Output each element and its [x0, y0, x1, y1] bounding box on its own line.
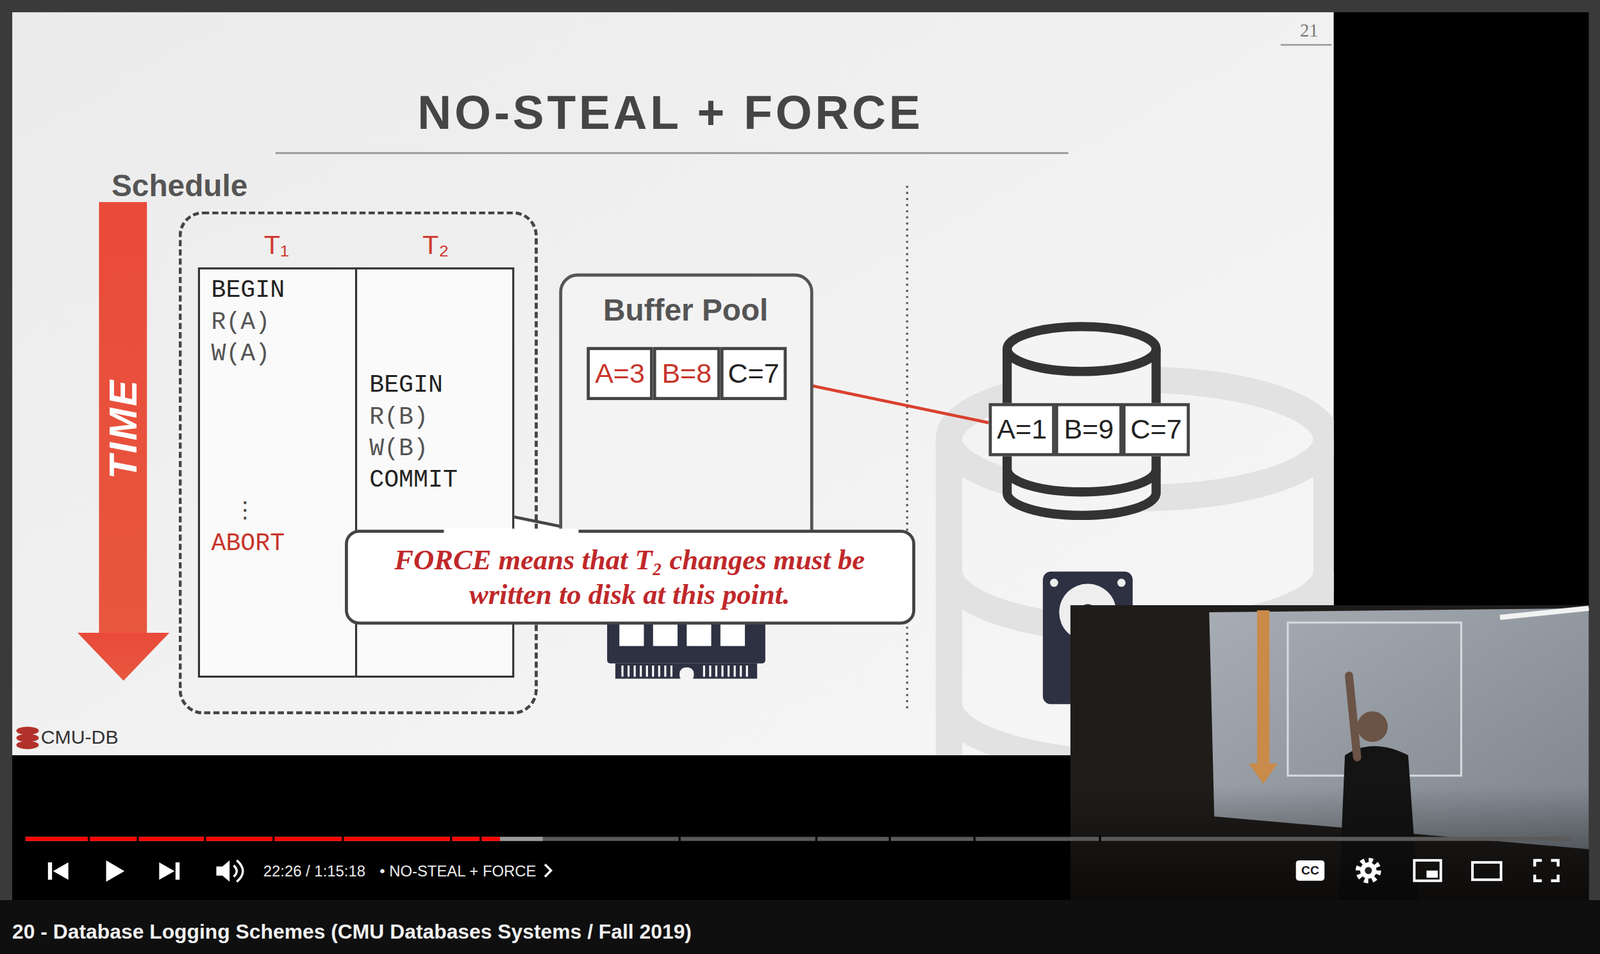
slide-title: NO-STEAL + FORCE	[417, 82, 924, 142]
time-arrow	[77, 201, 170, 681]
chip-slot	[619, 623, 644, 647]
transaction-header: T₁	[264, 228, 290, 263]
operation-text: ABORT	[211, 528, 286, 560]
chip-slot	[653, 623, 678, 647]
progress-played	[25, 836, 500, 841]
controls-shade	[12, 785, 1589, 900]
logo-text: CMU-DB	[41, 725, 119, 750]
title-strip	[0, 900, 1600, 954]
operation-text: COMMIT	[369, 465, 458, 497]
miniplayer-icon	[1414, 860, 1441, 881]
chip-slot	[720, 623, 745, 647]
disk-page-cell: B=9	[1055, 403, 1123, 457]
operation-text: BEGIN	[211, 275, 286, 307]
chip-slot	[686, 623, 711, 647]
previous-icon	[48, 862, 52, 880]
ellipsis-mark: ⋮	[233, 496, 257, 525]
fullscreen-icon	[1534, 860, 1559, 881]
cell-value: A=1	[996, 413, 1047, 447]
projected-time-arrow	[1257, 610, 1270, 764]
callout-box: FORCE means that T₂ changes must be writ…	[344, 529, 916, 625]
disk-page-cell: C=7	[1122, 403, 1190, 457]
operation-text: BEGIN	[369, 370, 443, 402]
buffer-page-cell: B=8	[653, 346, 721, 400]
cell-value: C=7	[1130, 413, 1183, 447]
chapter-name: • NO-STEAL + FORCE	[379, 860, 536, 881]
chip-notch	[679, 667, 694, 682]
operation-text: W(A)	[211, 338, 271, 370]
projected-arrow-head	[1248, 763, 1278, 784]
operation-text: R(B)	[369, 401, 429, 433]
cmu-db-logo-icon	[16, 726, 39, 749]
memory-chip-icon	[607, 615, 766, 682]
previous-icon	[53, 862, 69, 880]
logo-disc	[16, 741, 39, 750]
time-axis-label: TIME	[98, 378, 148, 479]
theater-icon	[1472, 862, 1502, 880]
next-icon	[158, 862, 175, 880]
buffer-pool-heading: Buffer Pool	[603, 291, 768, 330]
video-title: 20 - Database Logging Schemes (CMU Datab…	[12, 918, 692, 945]
speaker-arm	[1348, 675, 1358, 758]
buffer-page-cell: A=3	[586, 346, 653, 400]
arrow-line	[798, 382, 989, 423]
cell-value: B=8	[661, 357, 712, 390]
callout-text: FORCE means that T₂ changes must be writ…	[358, 542, 900, 613]
cell-value: B=9	[1064, 413, 1115, 447]
player-controls	[48, 860, 1559, 882]
ceiling-light	[1500, 608, 1589, 618]
disk-screw	[1117, 578, 1126, 588]
buffer-page-cell: C=7	[720, 346, 787, 400]
cc-button	[1296, 860, 1325, 881]
time-arrow-head	[77, 632, 170, 681]
settings-icon	[1360, 862, 1377, 879]
chapter-chevron	[544, 864, 552, 877]
title-rule	[275, 151, 1069, 154]
video-time: 22:26 / 1:15:18	[263, 860, 366, 881]
operation-text: R(A)	[211, 307, 271, 338]
miniplayer-icon	[1426, 870, 1438, 878]
schedule-heading: Schedule	[111, 166, 248, 205]
player-background	[12, 12, 1589, 900]
settings-hole	[1364, 866, 1372, 874]
transaction-column: T₁BEGINR(A)W(A)⋮ABORT	[198, 267, 358, 678]
logo-disc	[16, 726, 39, 735]
cell-value: C=7	[728, 357, 780, 390]
cell-value: A=3	[594, 357, 645, 390]
play-icon	[106, 860, 125, 882]
speaker-head	[1357, 711, 1388, 743]
chapter-gaps	[88, 835, 1100, 843]
operation-text: W(B)	[369, 433, 429, 465]
disk-page-cell: A=1	[988, 403, 1055, 457]
dotted-divider	[906, 185, 909, 712]
progress-buffered	[25, 836, 543, 841]
volume-waves	[233, 860, 243, 882]
next-icon	[175, 862, 180, 880]
transaction-header: T₂	[422, 228, 449, 263]
schedule-box: ScheduleT₁BEGINR(A)W(A)⋮ABORTT₂BEGINR(B)…	[178, 211, 538, 715]
logo-disc	[16, 733, 39, 743]
disk-screw	[1050, 578, 1059, 588]
page-number-rule	[1280, 44, 1333, 46]
callout-tail-gap	[443, 528, 579, 536]
cc-text: CC	[1301, 862, 1320, 879]
settings-teeth	[1358, 860, 1379, 881]
data-flow-arrow	[786, 376, 989, 424]
page-number: 21	[1300, 18, 1319, 43]
progress-track	[25, 836, 1572, 841]
volume-icon	[216, 860, 230, 882]
